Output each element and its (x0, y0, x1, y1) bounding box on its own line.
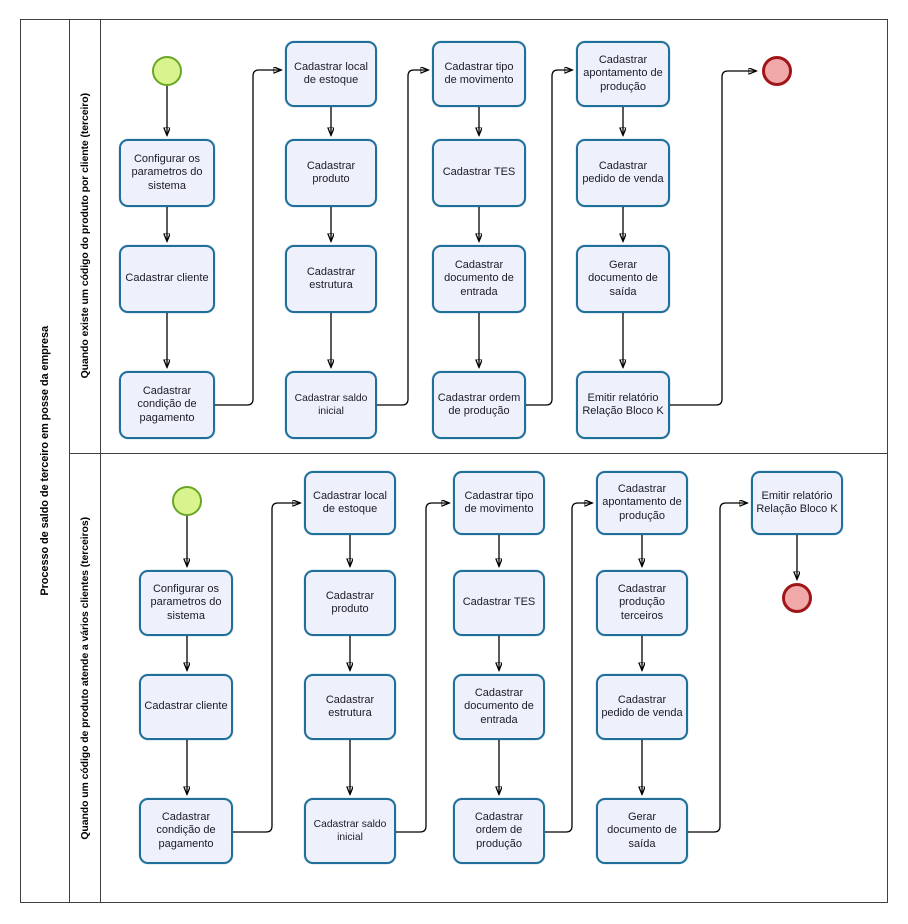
task-label: Cadastrar saldo inicial (294, 392, 368, 418)
task-label: Gerar documento de saída (588, 258, 658, 298)
task-label: Cadastrar apontamento de produção (602, 482, 682, 522)
task-label: Cadastrar apontamento de produção (583, 53, 663, 93)
task-label: Cadastrar estrutura (306, 265, 356, 292)
task-label: Cadastrar pedido de venda (601, 693, 683, 720)
task-lane-2-col-4-0[interactable]: Cadastrar apontamento de produção (596, 471, 688, 535)
task-label: Cadastrar condição de pagamento (137, 384, 197, 424)
task-lane-1-col-1-2[interactable]: Cadastrar condição de pagamento (119, 371, 215, 439)
lane-header-lane-1: Quando existe um código do produto por c… (70, 19, 101, 453)
task-label: Cadastrar ordem de produção (474, 810, 524, 850)
pool-title: Processo de saldo de terceiro em posse d… (20, 19, 70, 903)
task-label: Cadastrar local de estoque (313, 489, 387, 516)
task-label: Cadastrar produto (325, 589, 375, 616)
task-lane-2-col-1-2[interactable]: Cadastrar condição de pagamento (139, 798, 233, 864)
start-event-lane-1[interactable] (152, 56, 182, 86)
task-lane-2-col-3-0[interactable]: Cadastrar tipo de movimento (453, 471, 545, 535)
task-lane-1-col-3-2[interactable]: Cadastrar documento de entrada (432, 245, 526, 313)
task-label: Cadastrar cliente (125, 272, 209, 285)
task-lane-2-col-3-3[interactable]: Cadastrar ordem de produção (453, 798, 545, 864)
task-label: Cadastrar saldo inicial (313, 818, 387, 844)
lane-label-lane-2: Quando um código de produto atende a vár… (79, 516, 91, 840)
task-lane-2-col-4-2[interactable]: Cadastrar pedido de venda (596, 674, 688, 740)
task-lane-2-col-1-1[interactable]: Cadastrar cliente (139, 674, 233, 740)
task-label: Cadastrar condição de pagamento (156, 810, 216, 850)
task-lane-1-col-1-0[interactable]: Configurar os parametros do sistema (119, 139, 215, 207)
task-label: Cadastrar TES (462, 596, 536, 609)
task-label: Cadastrar documento de entrada (444, 258, 514, 298)
task-label: Cadastrar pedido de venda (582, 159, 664, 186)
task-label: Cadastrar produto (306, 159, 356, 186)
task-lane-1-col-2-0[interactable]: Cadastrar local de estoque (285, 41, 377, 107)
task-label: Cadastrar tipo de movimento (444, 60, 514, 87)
task-lane-2-col-2-2[interactable]: Cadastrar estrutura (304, 674, 396, 740)
task-lane-1-col-2-3[interactable]: Cadastrar saldo inicial (285, 371, 377, 439)
task-lane-1-col-4-1[interactable]: Cadastrar pedido de venda (576, 139, 670, 207)
task-lane-1-col-4-0[interactable]: Cadastrar apontamento de produção (576, 41, 670, 107)
task-label: Gerar documento de saída (607, 810, 677, 850)
task-label: Cadastrar local de estoque (294, 60, 368, 87)
task-lane-1-col-3-0[interactable]: Cadastrar tipo de movimento (432, 41, 526, 107)
task-label: Configurar os parametros do sistema (150, 582, 222, 622)
task-lane-2-col-1-0[interactable]: Configurar os parametros do sistema (139, 570, 233, 636)
pool-title-label: Processo de saldo de terceiro em posse d… (38, 326, 51, 596)
end-event-lane-1[interactable] (762, 56, 792, 86)
task-label: Cadastrar TES (442, 166, 516, 179)
task-label: Cadastrar produção terceiros (617, 582, 667, 622)
task-lane-2-col-4-3[interactable]: Gerar documento de saída (596, 798, 688, 864)
task-lane-2-col-5-0[interactable]: Emitir relatório Relação Bloco K (751, 471, 843, 535)
end-event-lane-2[interactable] (782, 583, 812, 613)
task-lane-1-col-2-2[interactable]: Cadastrar estrutura (285, 245, 377, 313)
task-lane-2-col-2-0[interactable]: Cadastrar local de estoque (304, 471, 396, 535)
task-label: Emitir relatório Relação Bloco K (756, 489, 838, 516)
task-label: Cadastrar ordem de produção (437, 391, 521, 418)
task-label: Configurar os parametros do sistema (131, 152, 203, 192)
task-label: Cadastrar documento de entrada (464, 686, 534, 726)
task-lane-1-col-3-3[interactable]: Cadastrar ordem de produção (432, 371, 526, 439)
task-lane-2-col-4-1[interactable]: Cadastrar produção terceiros (596, 570, 688, 636)
task-lane-2-col-2-1[interactable]: Cadastrar produto (304, 570, 396, 636)
task-lane-1-col-4-2[interactable]: Gerar documento de saída (576, 245, 670, 313)
task-label: Cadastrar estrutura (325, 693, 375, 720)
lane-divider (70, 453, 888, 454)
task-lane-2-col-2-3[interactable]: Cadastrar saldo inicial (304, 798, 396, 864)
task-label: Cadastrar tipo de movimento (464, 489, 534, 516)
lane-label-lane-1: Quando existe um código do produto por c… (79, 93, 91, 379)
task-label: Emitir relatório Relação Bloco K (582, 391, 664, 418)
task-lane-1-col-1-1[interactable]: Cadastrar cliente (119, 245, 215, 313)
task-lane-2-col-3-2[interactable]: Cadastrar documento de entrada (453, 674, 545, 740)
task-lane-1-col-4-3[interactable]: Emitir relatório Relação Bloco K (576, 371, 670, 439)
task-lane-1-col-3-1[interactable]: Cadastrar TES (432, 139, 526, 207)
lane-header-lane-2: Quando um código de produto atende a vár… (70, 453, 101, 903)
start-event-lane-2[interactable] (172, 486, 202, 516)
task-lane-2-col-3-1[interactable]: Cadastrar TES (453, 570, 545, 636)
task-lane-1-col-2-1[interactable]: Cadastrar produto (285, 139, 377, 207)
task-label: Cadastrar cliente (144, 700, 228, 713)
